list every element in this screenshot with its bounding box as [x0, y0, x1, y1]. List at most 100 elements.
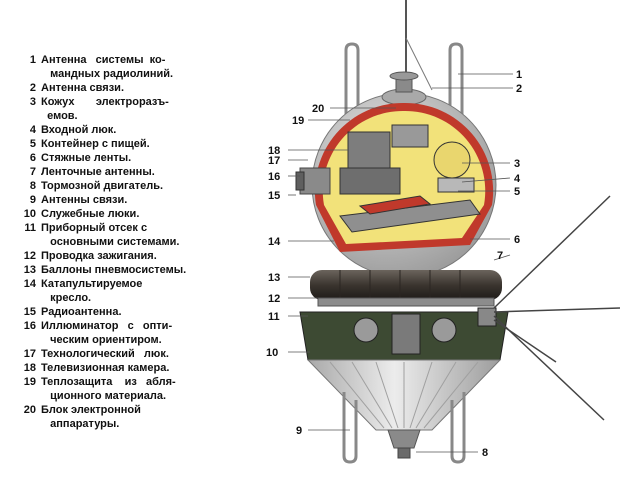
callout-17: 17 — [268, 155, 280, 167]
legend-item: 16 Иллюминатор с опти- ческим ориентиром. — [22, 319, 200, 347]
legend-number: 8 — [29, 180, 36, 192]
legend-item: 5 Контейнер с пищей. — [22, 137, 200, 151]
tape-antenna-mount — [477, 307, 497, 327]
legend-number: 9 — [29, 194, 36, 206]
legend-item: 3 Кожух электроразъ- емов. — [22, 95, 200, 123]
service-hatch — [353, 317, 379, 343]
entry-hatch — [437, 177, 475, 193]
legend-number: 7 — [29, 166, 36, 178]
legend: 1 Антенна системы ко- мандных радиолиний.… — [22, 53, 200, 431]
engine-nozzle — [397, 447, 411, 459]
legend-item: 18 Телевизионная камера. — [22, 361, 200, 375]
tape-antennas — [493, 195, 621, 421]
callout-16: 16 — [268, 171, 280, 183]
legend-text: Кожух электроразъ- емов. — [41, 96, 169, 122]
legend-item: 17 Технологический люк. — [22, 347, 200, 361]
legend-item: 7 Ленточные антенны. — [22, 165, 200, 179]
callout-18: 18 — [268, 145, 280, 157]
callout-2: 2 — [516, 83, 522, 95]
legend-item: 20 Блок электронной аппаратуры. — [22, 403, 200, 431]
callout-10: 10 — [266, 347, 278, 359]
legend-text: Иллюминатор с опти- ческим ориентиром. — [41, 320, 173, 346]
callout-7: 7 — [497, 250, 503, 262]
legend-text: Катапультируемое кресло. — [41, 278, 143, 304]
legend-number: 11 — [24, 222, 36, 234]
legend-item: 11 Приборный отсек с основными системами. — [22, 221, 200, 249]
callout-1: 1 — [516, 69, 522, 81]
legend-text: Антенна связи. — [41, 82, 124, 94]
legend-item: 14 Катапультируемое кресло. — [22, 277, 200, 305]
callout-6: 6 — [514, 234, 520, 246]
legend-text: Баллоны пневмосистемы. — [41, 264, 187, 276]
legend-number: 2 — [29, 82, 36, 94]
legend-text: Контейнер с пищей. — [41, 138, 150, 150]
legend-item: 12 Проводка зажигания. — [22, 249, 200, 263]
legend-item: 10 Служебные люки. — [22, 207, 200, 221]
core-systems-block — [391, 313, 421, 355]
callout-3: 3 — [514, 158, 520, 170]
callout-14: 14 — [268, 236, 281, 248]
legend-text: Ленточные антенны. — [41, 166, 155, 178]
loop-antenna-bottom-left — [342, 392, 358, 464]
loop-antenna-left — [344, 42, 360, 125]
legend-text: Тормозной двигатель. — [41, 180, 164, 192]
legend-item: 8 Тормозной двигатель. — [22, 179, 200, 193]
legend-text: Антенна системы ко- мандных радиолиний. — [41, 54, 174, 80]
mounting-ring — [317, 297, 495, 307]
legend-number: 1 — [29, 54, 36, 66]
callout-4: 4 — [514, 173, 521, 185]
legend-number: 19 — [23, 376, 36, 388]
legend-text: Стяжные ленты. — [41, 152, 132, 164]
service-hatch — [431, 317, 457, 343]
legend-number: 15 — [23, 306, 36, 318]
hatch-cap — [389, 71, 419, 81]
legend-text: Радиоантенна. — [41, 306, 122, 318]
legend-text: Служебные люки. — [41, 208, 140, 220]
callout-15: 15 — [268, 190, 280, 202]
legend-number: 16 — [23, 320, 36, 332]
legend-item: 15 Радиоантенна. — [22, 305, 200, 319]
cone-ribs — [329, 361, 479, 429]
leader-lines — [288, 73, 513, 453]
seat-cushion — [358, 195, 432, 215]
ejection-seat — [339, 199, 481, 233]
legend-text: Телевизионная камера. — [41, 362, 170, 374]
retro-engine — [387, 429, 421, 449]
legend-text: Приборный отсек с основными системами. — [41, 222, 180, 248]
legend-number: 17 — [23, 348, 36, 360]
legend-number: 6 — [29, 152, 36, 164]
callout-8: 8 — [482, 447, 488, 459]
equipment-rack — [339, 167, 401, 195]
tank-separators — [339, 270, 461, 300]
legend-text: Проводка зажигания. — [41, 250, 157, 262]
gas-tanks-ring — [310, 270, 502, 300]
antenna-wire — [405, 37, 433, 91]
legend-number: 20 — [23, 404, 36, 416]
callout-12: 12 — [268, 293, 280, 305]
loop-antenna-bottom-right — [450, 392, 466, 464]
tv-camera — [391, 124, 429, 148]
legend-number: 14 — [23, 278, 36, 290]
legend-number: 3 — [29, 96, 36, 108]
callout-19: 19 — [292, 115, 304, 127]
porthole-rim — [295, 171, 305, 191]
legend-number: 18 — [23, 362, 36, 374]
callout-11: 11 — [268, 311, 280, 323]
legend-item: 13 Баллоны пневмосистемы. — [22, 263, 200, 277]
electronics-block — [347, 131, 391, 173]
legend-text: Технологический люк. — [41, 348, 169, 360]
legend-item: 6 Стяжные ленты. — [22, 151, 200, 165]
callout-13: 13 — [268, 272, 280, 284]
legend-number: 5 — [29, 138, 36, 150]
legend-number: 12 — [23, 250, 36, 262]
legend-number: 10 — [23, 208, 36, 220]
legend-number: 4 — [29, 124, 36, 136]
legend-text: Блок электронной аппаратуры. — [41, 404, 141, 430]
legend-number: 13 — [23, 264, 36, 276]
legend-item: 2 Антенна связи. — [22, 81, 200, 95]
callout-5: 5 — [514, 186, 520, 198]
legend-text: Входной люк. — [41, 124, 117, 136]
